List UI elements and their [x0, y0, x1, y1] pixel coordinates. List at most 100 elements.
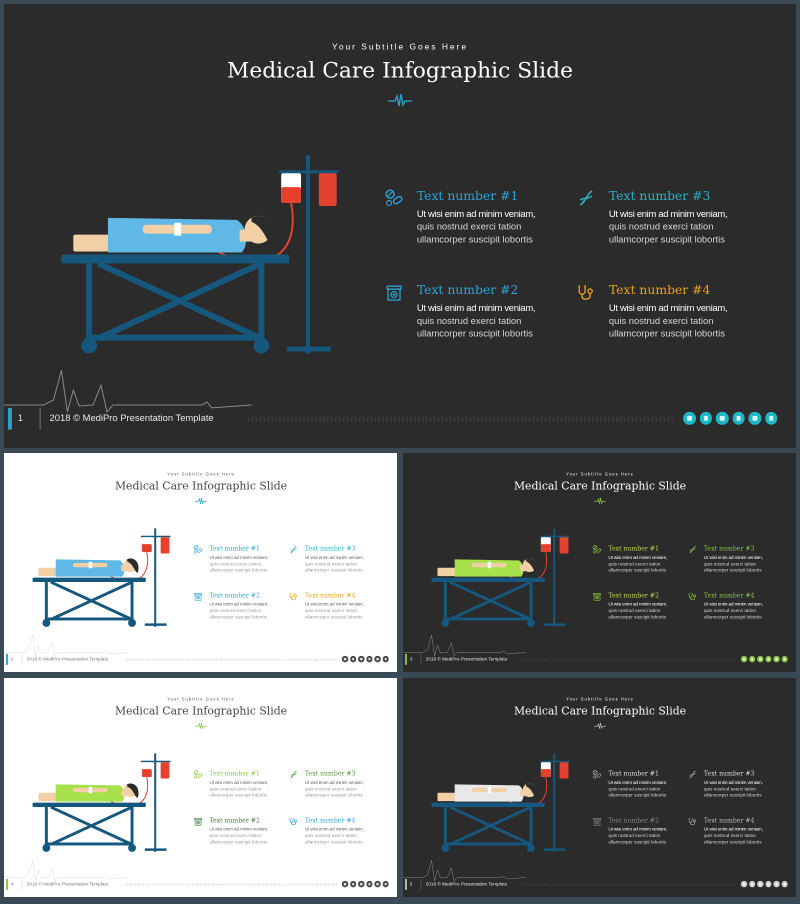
info-item-line: Ut wisi enim ad minim veniam,	[608, 826, 668, 833]
info-item-line: quis nostrud exerci tation	[703, 561, 756, 567]
dna-icon	[576, 188, 596, 208]
pinterest-icon[interactable]	[773, 655, 780, 663]
facebook-icon[interactable]	[366, 880, 373, 888]
slide-title: Medical Care Infographic Slide	[114, 705, 288, 718]
dribbble-icon[interactable]	[748, 880, 756, 888]
info-item-line: ullamcorper suscipit lobortis	[703, 792, 762, 799]
facebook-icon[interactable]	[765, 655, 772, 663]
footer-dotted-track	[125, 883, 338, 886]
info-item-heading: Text number #4	[304, 816, 356, 824]
info-item-line: quis nostrud exerci tation	[703, 833, 756, 839]
info-item-line: quis nostrud exerci tation	[608, 786, 661, 792]
footer-accent-bar	[5, 878, 8, 890]
medicine-box-icon	[592, 591, 602, 601]
slide-3[interactable]: Your Subtitle Goes Here Medical Care Inf…	[403, 453, 796, 672]
info-item-line: ullamcorper suscipit lobortis	[304, 792, 363, 799]
instagram-icon[interactable]	[781, 655, 788, 663]
social-icons	[341, 655, 389, 663]
info-item-line: ullamcorper suscipit lobortis	[304, 614, 363, 620]
heartbeat-icon	[594, 722, 606, 730]
info-item-body: Ut wisi enim ad minim veniam, quis nostr…	[704, 554, 783, 573]
info-item-line: ullamcorper suscipit lobortis	[209, 614, 268, 620]
dribbble-icon[interactable]	[699, 411, 712, 425]
pinterest-icon[interactable]	[773, 880, 780, 888]
pills-icon	[592, 770, 602, 780]
instagram-icon[interactable]	[781, 880, 788, 888]
info-item-body: Ut wisi enim ad minim veniam, quis nostr…	[704, 601, 783, 620]
slide-footer: 1 2018 © MediPro Presentation Template	[4, 406, 796, 434]
linkedin-icon[interactable]	[341, 655, 349, 663]
slide-subtitle: Your Subtitle Goes Here	[566, 471, 634, 477]
info-item-body: Ut wisi enim ad minim veniam, quis nostr…	[608, 779, 687, 798]
info-item-heading: Text number #2	[608, 591, 659, 599]
instagram-icon[interactable]	[764, 411, 778, 425]
patient-on-stretcher-illustration	[431, 753, 570, 852]
slide-4[interactable]: Your Subtitle Goes Here Medical Care Inf…	[4, 678, 397, 897]
facebook-icon[interactable]	[366, 655, 373, 663]
info-item-heading: Text number #1	[209, 769, 260, 777]
linkedin-icon[interactable]	[740, 880, 748, 888]
info-item-line: quis nostrud exerci tation	[209, 608, 262, 614]
footer-accent-bar	[7, 407, 12, 430]
twitter-icon[interactable]	[715, 411, 729, 425]
pinterest-icon[interactable]	[374, 880, 381, 888]
pinterest-icon[interactable]	[748, 411, 761, 425]
linkedin-icon[interactable]	[683, 411, 696, 425]
dribbble-icon[interactable]	[748, 655, 756, 663]
info-item-line: Ut wisi enim ad minim veniam,	[416, 208, 536, 220]
info-item-line: quis nostrud exerci tation	[608, 221, 714, 233]
info-item-body: Ut wisi enim ad minim veniam, quis nostr…	[608, 601, 687, 620]
dna-icon	[289, 770, 299, 780]
patient-on-stretcher-illustration	[61, 155, 339, 354]
info-item-line: quis nostrud exerci tation	[209, 833, 262, 839]
slide-5[interactable]: Your Subtitle Goes Here Medical Care Inf…	[403, 678, 796, 897]
info-item-body: Ut wisi enim ad minim veniam, quis nostr…	[305, 826, 384, 845]
info-item-line: Ut wisi enim ad minim veniam,	[416, 302, 536, 314]
info-item-heading: Text number #4	[608, 282, 711, 298]
twitter-icon[interactable]	[358, 880, 365, 888]
facebook-icon[interactable]	[765, 880, 772, 888]
pills-icon	[193, 770, 203, 780]
info-item-line: quis nostrud exerci tation	[703, 786, 756, 792]
twitter-icon[interactable]	[358, 655, 365, 663]
instagram-icon[interactable]	[382, 880, 389, 888]
ecg-line-decoration	[403, 635, 527, 657]
twitter-icon[interactable]	[757, 880, 764, 888]
info-item-line: Ut wisi enim ad minim veniam,	[608, 779, 668, 786]
info-item-heading: Text number #2	[416, 282, 519, 298]
footer-accent-bar	[404, 653, 407, 665]
linkedin-icon[interactable]	[740, 655, 748, 663]
twitter-icon[interactable]	[757, 655, 764, 663]
dribbble-icon[interactable]	[349, 880, 357, 888]
info-item-line: Ut wisi enim ad minim veniam,	[608, 554, 668, 561]
slide-footer: 5 2018 © MediPro Presentation Template	[403, 878, 796, 892]
pills-icon	[592, 545, 602, 555]
info-item-line: ullamcorper suscipit lobortis	[608, 567, 667, 574]
info-item-line: ullamcorper suscipit lobortis	[608, 234, 725, 246]
info-item-body: Ut wisi enim ad minim veniam, quis nostr…	[209, 601, 288, 620]
info-item-line: quis nostrud exerci tation	[416, 315, 522, 327]
instagram-icon[interactable]	[382, 655, 389, 663]
info-item-heading: Text number #2	[209, 816, 260, 824]
facebook-icon[interactable]	[732, 411, 745, 425]
info-item-heading: Text number #4	[703, 591, 755, 599]
info-item-heading: Text number #1	[209, 544, 260, 552]
info-item-heading: Text number #3	[703, 544, 755, 552]
info-item-body: Ut wisi enim ad minim veniam, quis nostr…	[609, 302, 767, 341]
info-item-heading: Text number #1	[608, 544, 659, 552]
stethoscope-icon	[289, 816, 299, 826]
slide-1[interactable]: Your Subtitle Goes Here Medical Care Inf…	[4, 4, 796, 448]
social-icons	[740, 655, 788, 663]
slide-2[interactable]: Your Subtitle Goes Here Medical Care Inf…	[4, 453, 397, 672]
info-item-body: Ut wisi enim ad minim veniam, quis nostr…	[209, 826, 288, 845]
dribbble-icon[interactable]	[349, 655, 357, 663]
footer-text: 2018 © MediPro Presentation Template	[425, 656, 508, 662]
stethoscope-icon	[688, 591, 698, 601]
info-item-body: Ut wisi enim ad minim veniam, quis nostr…	[417, 302, 575, 341]
pinterest-icon[interactable]	[374, 655, 381, 663]
info-item-line: Ut wisi enim ad minim veniam,	[703, 826, 763, 833]
linkedin-icon[interactable]	[341, 880, 349, 888]
info-item-heading: Text number #3	[304, 544, 356, 552]
info-item-body: Ut wisi enim ad minim veniam, quis nostr…	[209, 554, 288, 573]
info-item-line: Ut wisi enim ad minim veniam,	[304, 826, 364, 833]
